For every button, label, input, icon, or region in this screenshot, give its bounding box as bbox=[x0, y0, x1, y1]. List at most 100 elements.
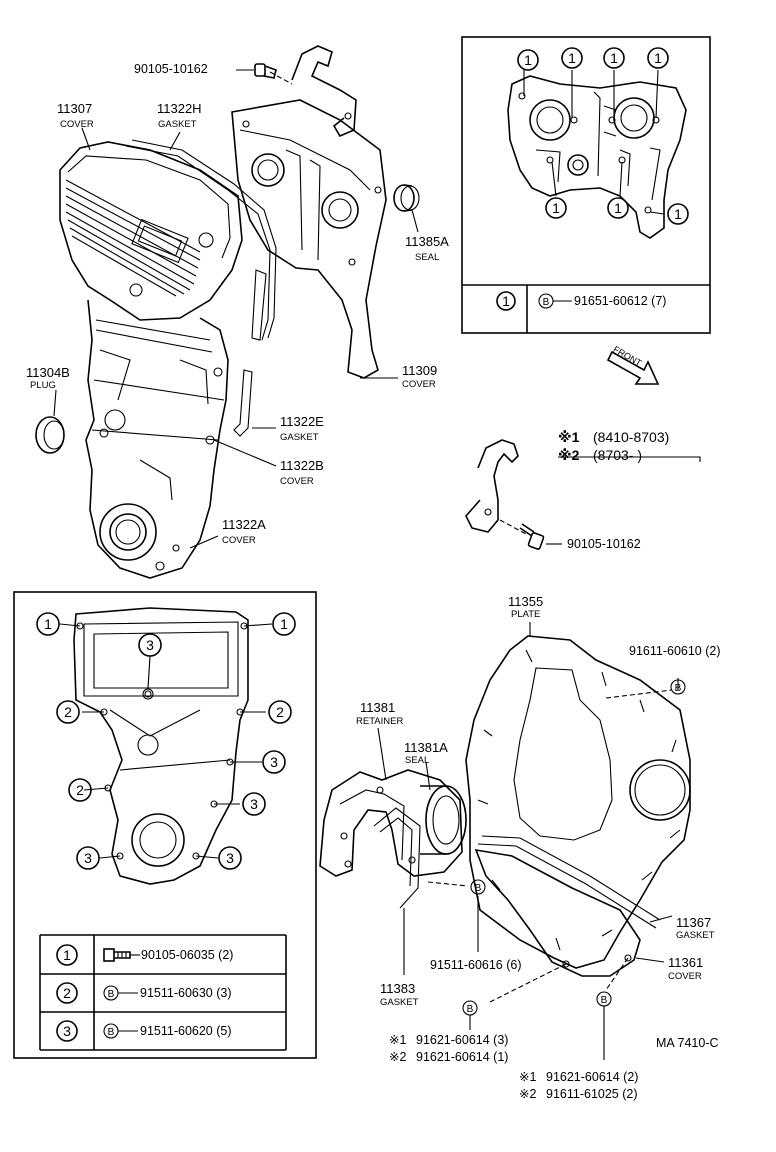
bolt-b-marker: B bbox=[470, 879, 486, 895]
label-11322h-num: 11322H bbox=[157, 101, 202, 116]
bolt-top-drawing bbox=[254, 63, 277, 79]
date-key-1-mark: ※1 bbox=[558, 429, 580, 445]
note-right-2-mark: ※2 bbox=[519, 1087, 536, 1101]
label-11381a-num: 11381A bbox=[404, 740, 448, 755]
top-bracket-drawing bbox=[269, 45, 357, 138]
inset-top-part-drawing bbox=[507, 69, 687, 239]
retainer-11381-drawing bbox=[319, 769, 463, 877]
table-row-1-key: 1 bbox=[63, 947, 71, 963]
label-11307-num: 11307 bbox=[57, 101, 92, 116]
date-key-underline bbox=[558, 456, 701, 462]
gasket-11322h-drawing bbox=[125, 139, 277, 341]
label-90105-top: 90105-10162 bbox=[134, 62, 208, 76]
table-row-2-key: 2 bbox=[63, 985, 71, 1001]
callout-1: 1 bbox=[614, 200, 622, 216]
note-left-1-mark: ※1 bbox=[389, 1033, 406, 1047]
label-90105-mid: 90105-10162 bbox=[567, 537, 641, 551]
callout-1: 1 bbox=[280, 616, 288, 632]
label-11361-num: 11361 bbox=[668, 955, 703, 970]
gasket-11367-drawing bbox=[477, 835, 661, 929]
note-right-1-text: 91621-60614 (2) bbox=[546, 1070, 638, 1084]
label-11381a-name: SEAL bbox=[405, 755, 429, 766]
label-91611-60610: 91611-60610 (2) bbox=[629, 644, 721, 658]
label-11304b-num: 11304B bbox=[26, 365, 70, 380]
date-key-1-range: (8410-8703) bbox=[593, 429, 669, 445]
table-row-2-bolt-b: B bbox=[103, 985, 119, 1001]
inset-bottom-callouts: 1 1 3 2 2 3 2 3 3 3 bbox=[36, 612, 296, 870]
label-11322e-name: GASKET bbox=[280, 432, 319, 443]
inset-top-bolt-b-text: B bbox=[543, 297, 550, 308]
note-right-1-mark: ※1 bbox=[519, 1070, 536, 1084]
label-11381-name: RETAINER bbox=[356, 716, 403, 727]
front-arrow-icon bbox=[606, 350, 660, 385]
inset-top-bolt-b: B bbox=[538, 293, 554, 309]
label-11381-num: 11381 bbox=[360, 700, 395, 715]
bolt-mid-drawing bbox=[519, 523, 562, 550]
lower-cover-11322a-drawing bbox=[85, 299, 229, 579]
inset-top-key-1: 1 bbox=[496, 291, 516, 311]
gasket-11322e-drawing bbox=[233, 369, 253, 437]
note-left-2-text: 91621-60614 (1) bbox=[416, 1050, 508, 1064]
callout-3: 3 bbox=[84, 850, 92, 866]
table-row-3-part: 91511-60620 (5) bbox=[140, 1024, 232, 1038]
label-11383-num: 11383 bbox=[380, 981, 415, 996]
leader-lines-top bbox=[53, 69, 419, 549]
callout-1: 1 bbox=[568, 50, 576, 66]
inset-bottom-part-drawing bbox=[59, 607, 273, 885]
callout-2: 2 bbox=[276, 704, 284, 720]
diagram-code: MA 7410-C bbox=[656, 1036, 719, 1050]
plate-11355-drawing bbox=[465, 635, 691, 969]
label-11322a-name: COVER bbox=[222, 535, 256, 546]
date-key-2-range: (8703- ) bbox=[593, 447, 642, 463]
seal-11381a-drawing bbox=[420, 785, 467, 855]
note-right-2-text: 91611-61025 (2) bbox=[546, 1087, 638, 1101]
upper-cover-11307-drawing bbox=[59, 141, 243, 321]
plug-11304b-drawing bbox=[35, 416, 65, 454]
seal-11385a-drawing bbox=[393, 184, 420, 212]
label-91511-60616: 91511-60616 (6) bbox=[430, 958, 522, 972]
table-row-3-bolt-b: B bbox=[103, 1023, 119, 1039]
label-11307-name: COVER bbox=[60, 119, 94, 130]
label-11361-name: COVER bbox=[668, 971, 702, 982]
callout-2: 2 bbox=[76, 782, 84, 798]
label-11355-num: 11355 bbox=[508, 594, 543, 609]
bolt-b-marker: B bbox=[462, 1000, 478, 1016]
label-11367-name: GASKET bbox=[676, 930, 715, 941]
bracket-drawing bbox=[465, 439, 527, 535]
cover-11361-drawing bbox=[474, 848, 641, 1003]
label-11355-name: PLATE bbox=[511, 609, 540, 620]
callout-3: 3 bbox=[250, 796, 258, 812]
callout-1: 1 bbox=[44, 616, 52, 632]
label-11309-num: 11309 bbox=[402, 363, 437, 378]
label-11322a-num: 11322A bbox=[222, 517, 266, 532]
label-11322b-name: COVER bbox=[280, 476, 314, 487]
callout-1: 1 bbox=[524, 52, 532, 68]
note-left-2-mark: ※2 bbox=[389, 1050, 406, 1064]
table-row-3-key: 3 bbox=[63, 1023, 71, 1039]
callout-3: 3 bbox=[270, 754, 278, 770]
rear-cover-11309-drawing bbox=[231, 99, 387, 379]
callout-1: 1 bbox=[674, 206, 682, 222]
label-11322e-num: 11322E bbox=[280, 414, 324, 429]
inset-top-part: 91651-60612 (7) bbox=[574, 294, 666, 308]
bolt-b-text: B bbox=[475, 883, 482, 894]
note-left-1-text: 91621-60614 (3) bbox=[416, 1033, 508, 1047]
date-key-2-mark: ※2 bbox=[558, 447, 580, 463]
callout-3: 3 bbox=[146, 637, 154, 653]
bolt-b-text: B bbox=[601, 995, 608, 1006]
bolt-b-text: B bbox=[675, 683, 682, 694]
callout-1: 1 bbox=[552, 200, 560, 216]
callout-1: 1 bbox=[654, 50, 662, 66]
bolt-b-marker: B bbox=[596, 991, 612, 1007]
label-11322b-num: 11322B bbox=[280, 458, 324, 473]
inset-top-callouts: 1 1 1 1 1 1 1 bbox=[517, 47, 689, 225]
callout-2: 2 bbox=[64, 704, 72, 720]
label-11367-num: 11367 bbox=[676, 915, 711, 930]
leader-lines-bottom bbox=[377, 622, 679, 1060]
label-11385a-num: 11385A bbox=[405, 234, 449, 249]
label-11309-name: COVER bbox=[402, 379, 436, 390]
label-11385a-name: SEAL bbox=[415, 252, 439, 263]
table-row-2-bolt-text: B bbox=[108, 989, 115, 1000]
